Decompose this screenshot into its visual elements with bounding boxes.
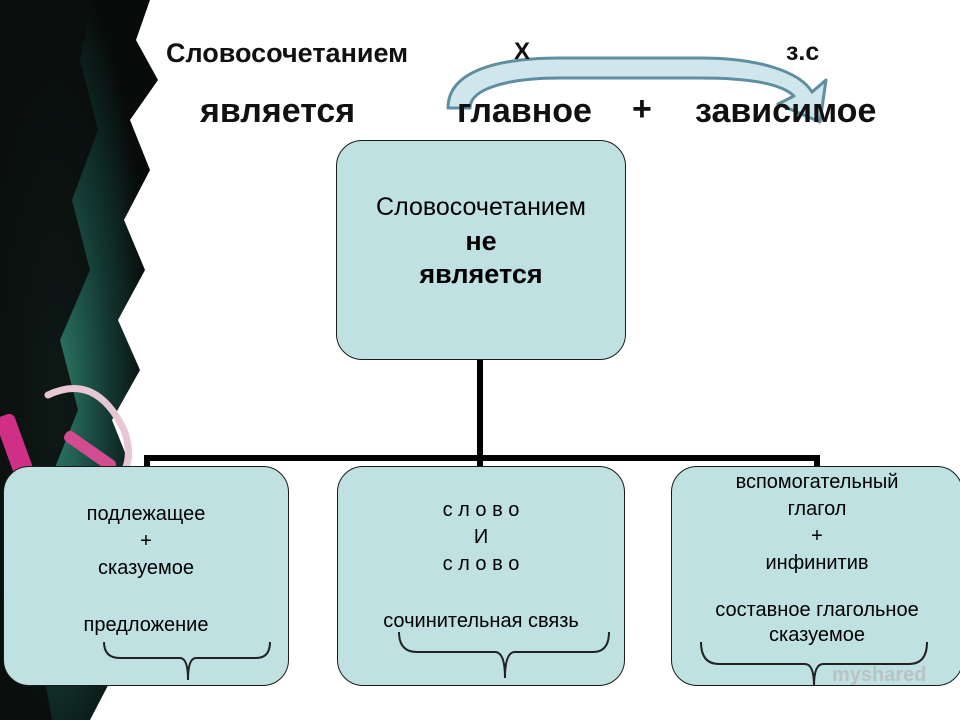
- box3-line1: вспомогательный: [735, 471, 899, 493]
- box1-caption: предложение: [83, 614, 209, 636]
- box3-caption-line2: сказуемое: [769, 624, 865, 646]
- header-plus: +: [632, 90, 652, 128]
- child-box-auxiliary-infinitive: вспомогательный глагол + инфинитив соста…: [671, 466, 960, 686]
- box3-line2: глагол: [787, 498, 847, 520]
- box2-line2: И: [473, 526, 489, 548]
- top-concept-box: Словосочетанием не является: [336, 140, 626, 360]
- brace-icon: [398, 631, 610, 679]
- box1-line3: сказуемое: [98, 557, 194, 579]
- box1-line2: +: [140, 530, 152, 552]
- child-box-word-and-word: с л о в о И с л о в о сочинительная связ…: [337, 466, 625, 686]
- box2-line1: с л о в о: [442, 499, 520, 521]
- header-dependent-abbrev: з.с: [786, 38, 820, 66]
- top-box-line1: Словосочетанием: [376, 193, 586, 221]
- box3-caption: составное глагольное: [715, 599, 919, 621]
- header-is-word: является: [200, 92, 356, 130]
- top-box-line3: является: [419, 259, 543, 289]
- header-dependent-word: зависимое: [695, 92, 877, 130]
- curved-arrow-icon: [446, 56, 828, 124]
- box2-line3: с л о в о: [442, 553, 520, 575]
- box3-line4: инфинитив: [765, 552, 869, 574]
- box3-line3: +: [811, 525, 823, 547]
- header-word-phrase: Словосочетанием: [166, 38, 409, 68]
- box1-line1: подлежащее: [86, 503, 206, 525]
- header-main-word: главное: [457, 92, 592, 130]
- header-x-mark: X: [514, 38, 531, 65]
- top-box-line2: не: [465, 226, 497, 256]
- brace-icon: [700, 641, 928, 687]
- box2-caption: сочинительная связь: [383, 610, 579, 632]
- watermark-logo: myshared: [832, 664, 927, 686]
- child-box-subject-predicate: подлежащее + сказуемое предложение: [3, 466, 289, 686]
- brace-icon: [103, 641, 271, 681]
- tree-connectors: [144, 358, 820, 470]
